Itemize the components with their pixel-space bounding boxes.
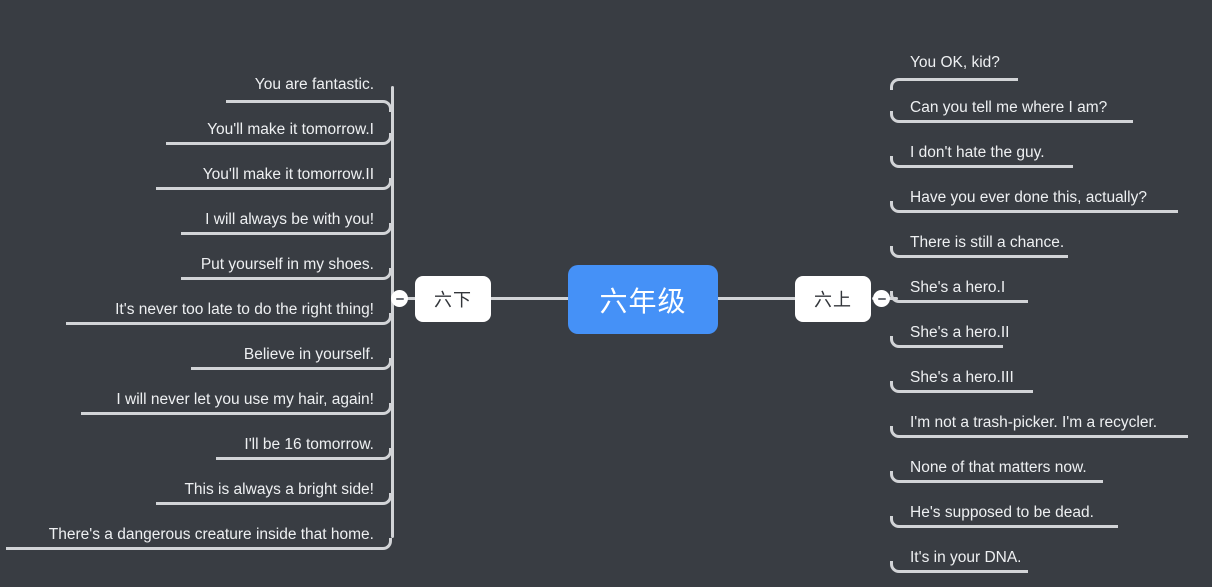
leaf-node-label: She's a hero.II (910, 324, 1010, 341)
leaf-node-label: You'll make it tomorrow.I (207, 121, 374, 138)
leaf-node[interactable]: There's a dangerous creature inside that… (0, 505, 396, 550)
leaf-node[interactable]: I'll be 16 tomorrow. (0, 415, 396, 460)
leaf-node[interactable]: She's a hero.I (888, 258, 1212, 303)
connector-left-branch-to-center (490, 297, 570, 300)
leaf-node-label: None of that matters now. (910, 459, 1087, 476)
leaf-node-underline (890, 516, 1118, 528)
leaf-node-label: I don't hate the guy. (910, 144, 1045, 161)
leaf-node[interactable]: Put yourself in my shoes. (0, 235, 396, 280)
minus-circle-icon-left-collapse[interactable] (391, 290, 408, 307)
leaf-node[interactable]: Believe in yourself. (0, 325, 396, 370)
leaf-node-underline (66, 313, 392, 325)
left-branch-leaf-list: You are fantastic. You'll make it tomorro… (0, 0, 396, 587)
leaf-node-underline (181, 223, 392, 235)
leaf-node-underline (6, 538, 392, 550)
connector-center-to-right-branch (716, 297, 796, 300)
leaf-node[interactable]: You OK, kid? (888, 33, 1212, 90)
leaf-node-underline (890, 111, 1133, 123)
leaf-node[interactable]: It's never too late to do the right thin… (0, 280, 396, 325)
leaf-node-label: I'll be 16 tomorrow. (244, 436, 374, 453)
leaf-node-label: She's a hero.III (910, 369, 1014, 386)
leaf-node-underline (81, 403, 392, 415)
leaf-node-label: I will always be with you! (205, 211, 374, 228)
leaf-node[interactable]: It's in your DNA. (888, 528, 1212, 573)
branch-node-right[interactable]: 六上 (795, 276, 871, 322)
right-branch-leaf-list: You OK, kid? Can you tell me where I am? I… (888, 0, 1212, 587)
leaf-node-underline (226, 100, 392, 112)
leaf-node-underline (890, 381, 1033, 393)
leaf-node-underline (890, 291, 1028, 303)
leaf-node[interactable]: Can you tell me where I am? (888, 78, 1212, 123)
minus-circle-icon-right-collapse[interactable] (873, 290, 890, 307)
leaf-node-label: Have you ever done this, actually? (910, 189, 1147, 206)
leaf-node-label: I'm not a trash-picker. I'm a recycler. (910, 414, 1158, 431)
left-branch-spine (391, 86, 394, 538)
leaf-node-label: You'll make it tomorrow.II (202, 166, 374, 183)
leaf-node-label: Put yourself in my shoes. (200, 256, 374, 273)
leaf-node-label: He's supposed to be dead. (910, 504, 1094, 521)
leaf-node-label: There's a dangerous creature inside that… (48, 526, 374, 543)
leaf-node[interactable]: You'll make it tomorrow.II (0, 145, 396, 190)
leaf-node[interactable]: He's supposed to be dead. (888, 483, 1212, 528)
leaf-node-underline (166, 133, 392, 145)
leaf-node-label: You OK, kid? (910, 54, 1000, 71)
leaf-node-label: I will never let you use my hair, again! (116, 391, 374, 408)
leaf-node[interactable]: I'm not a trash-picker. I'm a recycler. (888, 393, 1212, 438)
leaf-node-label: Believe in yourself. (243, 346, 374, 363)
leaf-node-underline (890, 426, 1188, 438)
leaf-node-underline (181, 268, 392, 280)
leaf-node[interactable]: Have you ever done this, actually? (888, 168, 1212, 213)
leaf-node-label: You are fantastic. (254, 76, 374, 93)
leaf-node-underline (890, 561, 1028, 573)
leaf-node-underline (216, 448, 392, 460)
leaf-node-label: It's in your DNA. (910, 549, 1022, 566)
leaf-node[interactable]: This is always a bright side! (0, 460, 396, 505)
leaf-node-label: It's never too late to do the right thin… (115, 301, 374, 318)
leaf-node[interactable]: None of that matters now. (888, 438, 1212, 483)
leaf-node-label: There is still a chance. (910, 234, 1065, 251)
leaf-node-label: Can you tell me where I am? (910, 99, 1108, 116)
leaf-node-underline (890, 201, 1178, 213)
branch-node-left[interactable]: 六下 (415, 276, 491, 322)
leaf-node[interactable]: I will never let you use my hair, again! (0, 370, 396, 415)
leaf-node-underline (890, 78, 1018, 90)
leaf-node-underline (890, 336, 1003, 348)
leaf-node-underline (191, 358, 392, 370)
leaf-node-label: This is always a bright side! (184, 481, 374, 498)
leaf-node-underline (156, 493, 392, 505)
leaf-node-label: She's a hero.I (910, 279, 1006, 296)
leaf-node-underline (890, 471, 1103, 483)
leaf-node[interactable]: I will always be with you! (0, 190, 396, 235)
leaf-node-underline (890, 156, 1073, 168)
leaf-node-underline (890, 246, 1068, 258)
leaf-node[interactable]: You are fantastic. (0, 55, 396, 112)
leaf-node[interactable]: She's a hero.III (888, 348, 1212, 393)
leaf-node-underline (156, 178, 392, 190)
leaf-node[interactable]: You'll make it tomorrow.I (0, 100, 396, 145)
leaf-node[interactable]: She's a hero.II (888, 303, 1212, 348)
leaf-node[interactable]: There is still a chance. (888, 213, 1212, 258)
center-node[interactable]: 六年级 (568, 265, 718, 334)
leaf-node[interactable]: I don't hate the guy. (888, 123, 1212, 168)
